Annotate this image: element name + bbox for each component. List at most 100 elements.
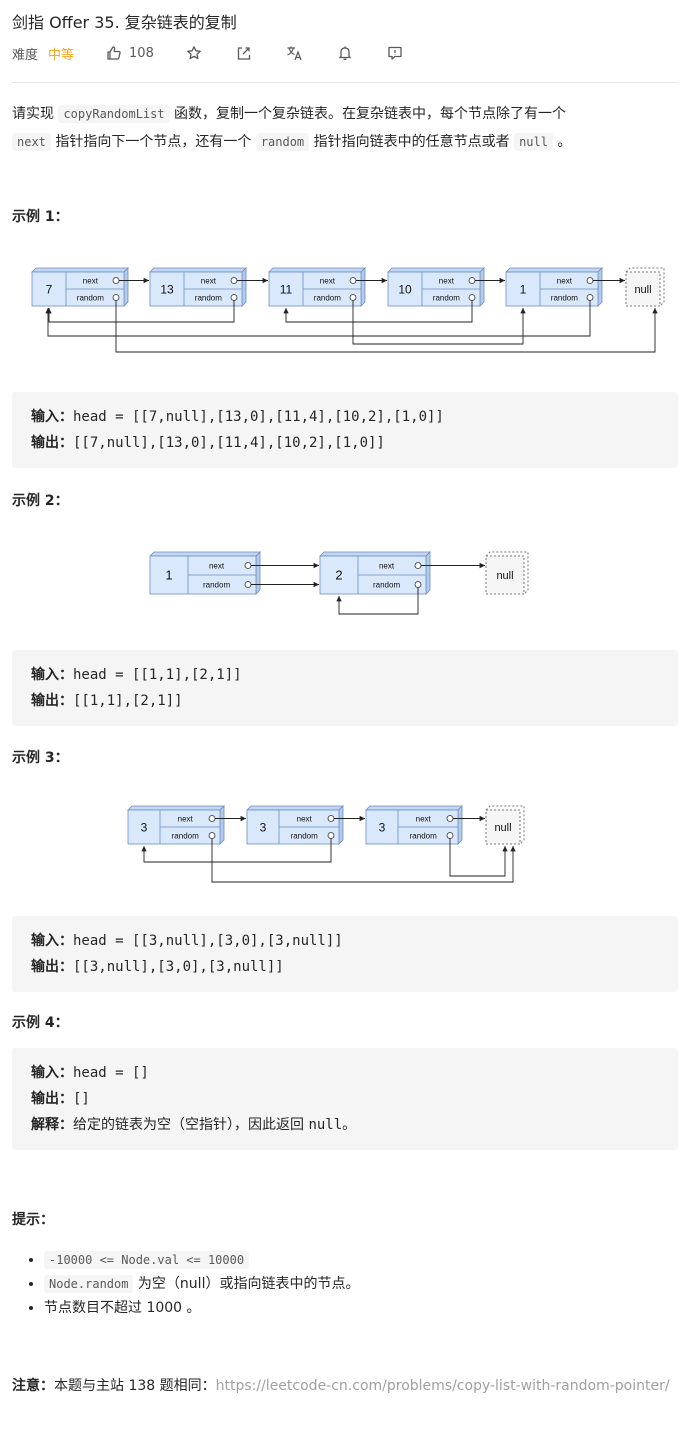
output-label: 输出： (31, 959, 73, 975)
random-field-label: random (410, 832, 437, 841)
favorite-button[interactable] (186, 42, 202, 64)
next-field-label: next (201, 277, 217, 286)
example-2-io: 输入：head = [[1,1],[2,1]] 输出：[[1,1],[2,1]] (12, 650, 678, 726)
notify-button[interactable] (337, 42, 353, 64)
input-label: 输入： (31, 409, 73, 425)
explain-text-end: 。 (342, 1117, 357, 1133)
hint-item: Node.random 为空（null）或指向链表中的节点。 (44, 1272, 664, 1296)
hint-text: 为空（null）或指向链表中的节点。 (133, 1276, 360, 1292)
random-field-label: random (433, 294, 460, 303)
share-icon (237, 47, 251, 60)
note: 注意：本题与主站 138 题相同：https://leetcode-cn.com… (12, 1374, 672, 1398)
desc-text: 请实现 (12, 106, 59, 122)
null-label: null (634, 284, 651, 296)
example-1-title: 示例 1： (12, 209, 69, 225)
list-node: 10 next random (387, 267, 485, 307)
example-4-io: 输入：head = [] 输出：[] 解释：给定的链表为空（空指针），因此返回 … (12, 1048, 678, 1150)
feedback-icon (388, 46, 402, 60)
code-null: null (514, 133, 553, 151)
node-value: 3 (379, 820, 386, 834)
share-button[interactable] (236, 42, 252, 64)
random-field-label: random (291, 832, 318, 841)
list-node: 3 next random (365, 805, 463, 845)
desc-text: 指针指向链表中的任意节点或者 (309, 134, 515, 150)
next-field-label: next (379, 562, 395, 571)
desc-text: 函数，复制一个复杂链表。在复杂链表中，每个节点除了有一个 (169, 106, 567, 122)
next-field-label: next (320, 277, 336, 286)
node-value: 10 (398, 282, 412, 296)
hint-code: Node.random (44, 1275, 134, 1293)
desc-text: 。 (552, 134, 572, 150)
explain-code: null (308, 1117, 343, 1133)
like-button[interactable]: 108 (106, 42, 154, 64)
hint-item: 节点数目不超过 1000 。 (44, 1296, 664, 1320)
explain-label: 解释： (31, 1117, 73, 1133)
output-value: [] (73, 1091, 90, 1107)
next-field-label: next (297, 815, 313, 824)
pointer-arrow (283, 300, 473, 323)
difficulty-label: 难度 (12, 47, 39, 63)
next-field-label: next (416, 815, 432, 824)
thumbs-up-icon (107, 46, 121, 60)
code-next: next (12, 133, 51, 151)
null-node: null (485, 805, 525, 845)
problem-title: 剑指 Offer 35. 复杂链表的复制 (12, 13, 237, 32)
next-field-label: next (178, 815, 194, 824)
pointer-arrow (46, 300, 235, 323)
translate-button[interactable] (286, 42, 303, 64)
like-count: 108 (129, 45, 154, 61)
hint-item: -10000 <= Node.val <= 10000 (44, 1248, 664, 1272)
problem-description: 请实现 copyRandomList 函数，复制一个复杂链表。在复杂链表中，每个… (12, 100, 672, 156)
output-value: [[1,1],[2,1]] (73, 693, 183, 709)
example-1-io: 输入：head = [[7,null],[13,0],[11,4],[10,2]… (12, 392, 678, 468)
list-node: 11 next random (268, 267, 366, 307)
null-node: null (485, 551, 529, 595)
note-link[interactable]: https://leetcode-cn.com/problems/copy-li… (215, 1378, 670, 1394)
pointer-arrow (115, 300, 658, 353)
explain-text: 给定的链表为空（空指针），因此返回 (73, 1117, 309, 1133)
example-1-diagram: 7nextrandom13nextrandom11nextrandom10nex… (31, 267, 665, 353)
pointer-arrow (211, 838, 516, 883)
next-field-label: next (83, 277, 99, 286)
input-label: 输入： (31, 933, 73, 949)
input-label: 输入： (31, 667, 73, 683)
node-value: 3 (141, 820, 148, 834)
random-field-label: random (314, 294, 341, 303)
pointer-arrow (141, 838, 332, 863)
output-label: 输出： (31, 1091, 73, 1107)
output-value: [[7,null],[13,0],[11,4],[10,2],[1,0]] (73, 435, 385, 451)
hints-list: -10000 <= Node.val <= 10000 Node.random … (44, 1248, 664, 1320)
example-3-title: 示例 3： (12, 750, 69, 766)
pointer-arrow (449, 838, 508, 877)
node-value: 3 (260, 820, 267, 834)
node-value: 1 (520, 282, 527, 296)
example-4-title: 示例 4： (12, 1015, 69, 1031)
note-text: 本题与主站 138 题相同： (54, 1378, 216, 1394)
list-node: 3 next random (246, 805, 344, 845)
problem-meta-bar: 难度 中等 108 (12, 42, 403, 64)
next-field-label: next (557, 277, 573, 286)
pointer-arrow (352, 300, 526, 345)
null-label: null (494, 822, 511, 834)
output-value: [[3,null],[3,0],[3,null]] (73, 959, 284, 975)
bell-icon (338, 46, 351, 60)
desc-text: 指针指向下一个节点，还有一个 (50, 134, 256, 150)
input-value: head = [] (73, 1065, 149, 1081)
random-field-label: random (77, 294, 104, 303)
feedback-button[interactable] (387, 42, 403, 64)
node-value: 11 (280, 282, 293, 296)
example-3-io: 输入：head = [[3,null],[3,0],[3,null]] 输出：[… (12, 916, 678, 992)
pointer-arrow (336, 587, 419, 615)
input-value: head = [[3,null],[3,0],[3,null]] (73, 933, 343, 949)
input-value: head = [[1,1],[2,1]] (73, 667, 242, 683)
next-field-label: next (439, 277, 455, 286)
random-field-label: random (195, 294, 222, 303)
code-func-name: copyRandomList (58, 105, 170, 123)
